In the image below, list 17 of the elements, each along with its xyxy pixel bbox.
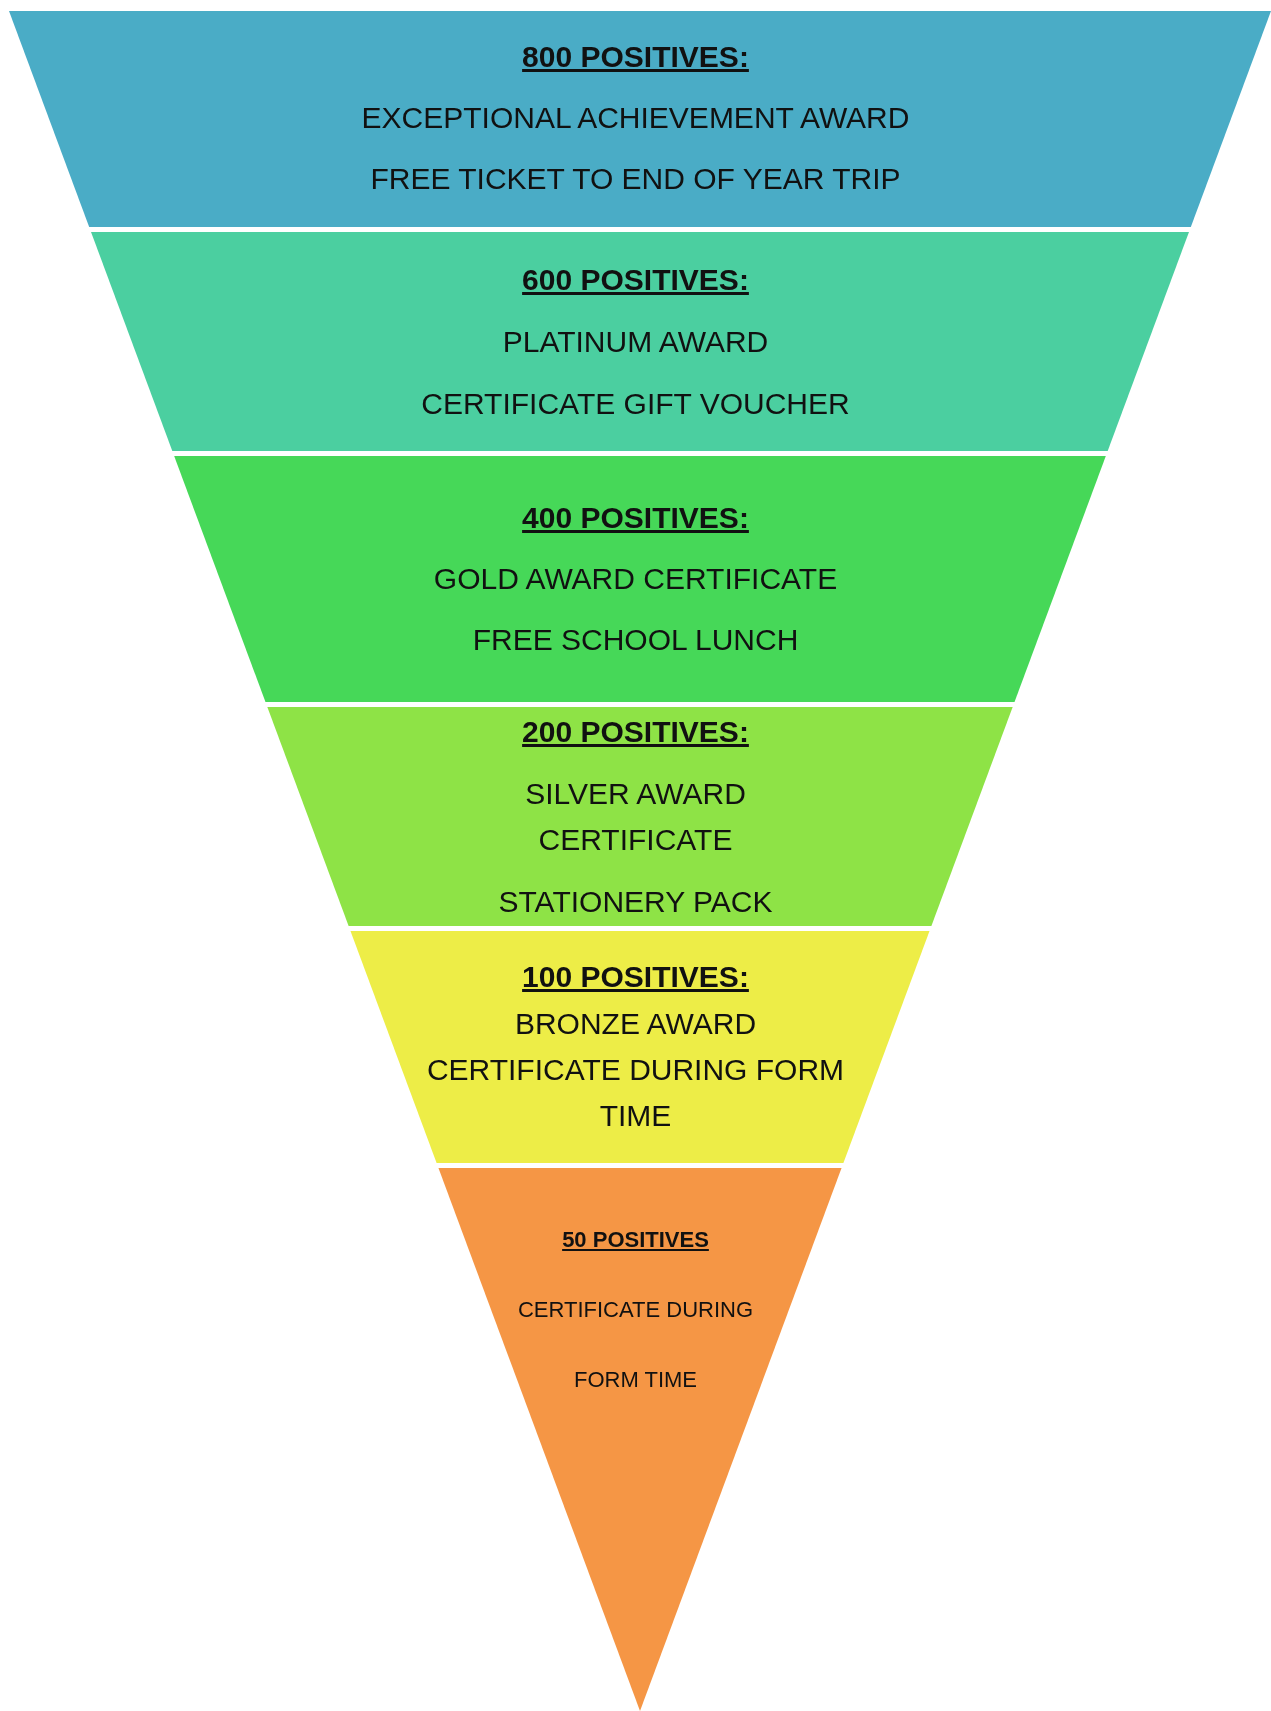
reward-text: FREE SCHOOL LUNCH <box>472 622 799 658</box>
reward-text: SILVER AWARD CERTIFICATE <box>524 776 747 858</box>
tier-heading: 600 POSITIVES: <box>522 262 749 298</box>
reward-text: CERTIFICATE DURING <box>517 1296 754 1324</box>
reward-text: FORM TIME <box>574 1366 697 1394</box>
reward-text: STATIONERY PACK <box>498 884 773 920</box>
reward-text: FREE TICKET TO END OF YEAR TRIP <box>370 161 901 197</box>
tier-heading: 100 POSITIVES: <box>522 959 749 995</box>
tier-heading: 400 POSITIVES: <box>522 500 749 536</box>
reward-text: EXCEPTIONAL ACHIEVEMENT AWARD <box>361 100 910 136</box>
reward-text: CERTIFICATE GIFT VOUCHER <box>421 386 850 422</box>
reward-text: PLATINUM AWARD <box>502 324 769 360</box>
tier-heading: 50 POSITIVES <box>562 1226 709 1254</box>
tier-heading: 800 POSITIVES: <box>522 39 749 75</box>
reward-text: GOLD AWARD CERTIFICATE <box>433 561 838 597</box>
tier-heading: 200 POSITIVES: <box>522 714 749 750</box>
reward-text: BRONZE AWARD CERTIFICATE DURING FORM TIME <box>425 1006 846 1134</box>
